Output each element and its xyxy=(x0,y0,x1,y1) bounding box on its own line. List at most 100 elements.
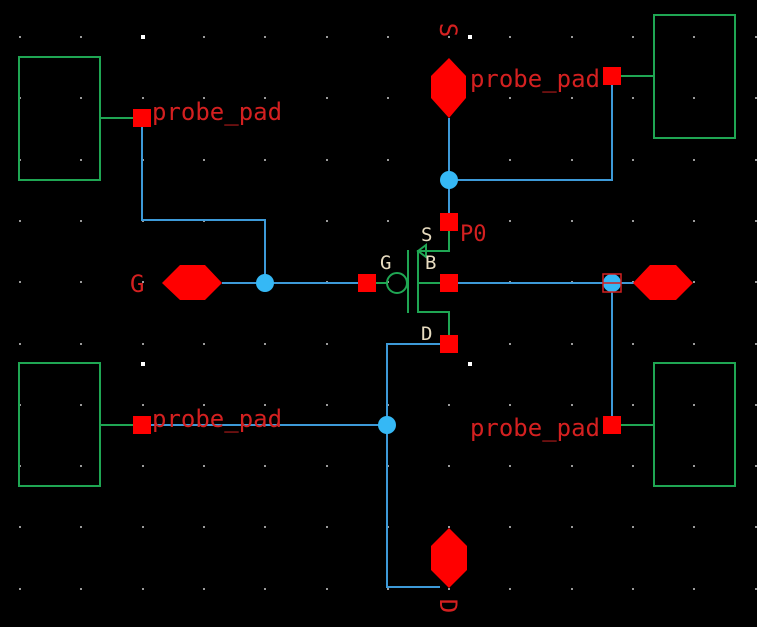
grid-dot xyxy=(264,36,266,38)
port-label: S xyxy=(434,23,462,37)
probe-pad-label: probe_pad xyxy=(152,98,282,126)
port-shape-up[interactable] xyxy=(431,58,466,118)
pmos-transistor[interactable]: G S B D P0 xyxy=(358,213,487,353)
grid-major-dot xyxy=(141,35,145,39)
probe-pad-top-right[interactable]: probe_pad xyxy=(470,14,736,139)
grid-dot xyxy=(19,36,21,38)
grid-dot xyxy=(19,220,21,222)
grid-dot xyxy=(326,220,328,222)
source-pin[interactable] xyxy=(440,213,458,231)
probe-pad-pin[interactable] xyxy=(133,416,151,434)
probe-pad-bottom-left[interactable] xyxy=(18,362,151,487)
grid-dot xyxy=(19,526,21,528)
grid-dot xyxy=(203,465,205,467)
grid-dot xyxy=(755,97,757,99)
grid-dot xyxy=(203,588,205,590)
drain-terminal-label: D xyxy=(421,323,432,345)
probe-pad-bottom-right[interactable]: probe_pad xyxy=(470,362,736,487)
grid-major-dot xyxy=(141,362,145,366)
grid-dot xyxy=(326,343,328,345)
grid-dot xyxy=(80,404,82,406)
probe-pad-body xyxy=(653,14,736,139)
probe-pad-top-left[interactable]: probe_pad xyxy=(18,56,282,181)
grid-dot xyxy=(509,526,511,528)
probe-pad-pin[interactable] xyxy=(603,67,621,85)
grid-dot xyxy=(203,36,205,38)
grid-dot xyxy=(693,36,695,38)
grid-dot xyxy=(264,404,266,406)
grid-dot xyxy=(509,220,511,222)
grid-dot xyxy=(142,281,144,283)
instance-name: P0 xyxy=(460,222,487,247)
grid-dot xyxy=(571,36,573,38)
grid-dot xyxy=(142,465,144,467)
grid-dot xyxy=(693,281,695,283)
grid-dot xyxy=(387,159,389,161)
wire-gate-pad[interactable] xyxy=(141,127,266,283)
grid-dot xyxy=(448,404,450,406)
grid-dot xyxy=(387,97,389,99)
grid-dot xyxy=(19,588,21,590)
grid-dot xyxy=(203,343,205,345)
gate-terminal-label: G xyxy=(380,252,391,274)
bulk-terminal-label: B xyxy=(425,252,436,274)
grid-dot xyxy=(80,343,82,345)
grid-dot xyxy=(755,526,757,528)
port-b[interactable] xyxy=(633,265,693,300)
junction-dot xyxy=(256,274,274,292)
grid-dot xyxy=(632,220,634,222)
bulk-junction-marker xyxy=(602,273,622,293)
grid-dot xyxy=(203,159,205,161)
wire-drain[interactable] xyxy=(386,343,442,588)
grid-dot xyxy=(203,97,205,99)
grid-dot xyxy=(571,343,573,345)
wire-source-pad[interactable] xyxy=(449,85,613,181)
grid-dot xyxy=(571,159,573,161)
port-d[interactable]: D xyxy=(431,528,467,613)
grid-dot xyxy=(264,97,266,99)
grid-dot xyxy=(80,159,82,161)
grid-dot xyxy=(142,343,144,345)
grid-dot xyxy=(632,588,634,590)
grid-dot xyxy=(755,159,757,161)
grid-dot xyxy=(693,159,695,161)
port-shape-right[interactable] xyxy=(633,265,693,300)
probe-pad-pin[interactable] xyxy=(133,109,151,127)
grid-dot xyxy=(326,36,328,38)
gate-bubble xyxy=(386,272,408,294)
grid-dot xyxy=(693,97,695,99)
grid-dot xyxy=(142,404,144,406)
port-s[interactable]: S xyxy=(431,23,466,118)
port-shape-down[interactable] xyxy=(431,528,467,588)
probe-pad-pin[interactable] xyxy=(603,416,621,434)
grid-dot xyxy=(755,281,757,283)
grid-dot xyxy=(571,404,573,406)
bulk-pin[interactable] xyxy=(440,274,458,292)
grid-dot xyxy=(387,36,389,38)
grid-dot xyxy=(571,588,573,590)
grid-dot xyxy=(80,36,82,38)
source-terminal-label: S xyxy=(421,224,432,246)
grid-dot xyxy=(755,465,757,467)
drain-pin[interactable] xyxy=(440,335,458,353)
grid-dot xyxy=(693,588,695,590)
grid-dot xyxy=(264,465,266,467)
grid-dot xyxy=(571,220,573,222)
grid-dot xyxy=(693,526,695,528)
grid-dot xyxy=(571,465,573,467)
grid-dot xyxy=(387,588,389,590)
port-g[interactable]: G xyxy=(130,265,222,300)
junction-dot xyxy=(440,171,458,189)
grid-dot xyxy=(142,526,144,528)
grid-dot xyxy=(509,97,511,99)
probe-pad-body xyxy=(18,362,101,487)
gate-pin[interactable] xyxy=(358,274,376,292)
grid-dot xyxy=(326,588,328,590)
grid-dot xyxy=(509,404,511,406)
grid-dot xyxy=(693,465,695,467)
junctions xyxy=(256,171,621,434)
grid-dot xyxy=(326,526,328,528)
grid-dot xyxy=(755,404,757,406)
port-shape-left[interactable] xyxy=(162,265,222,300)
